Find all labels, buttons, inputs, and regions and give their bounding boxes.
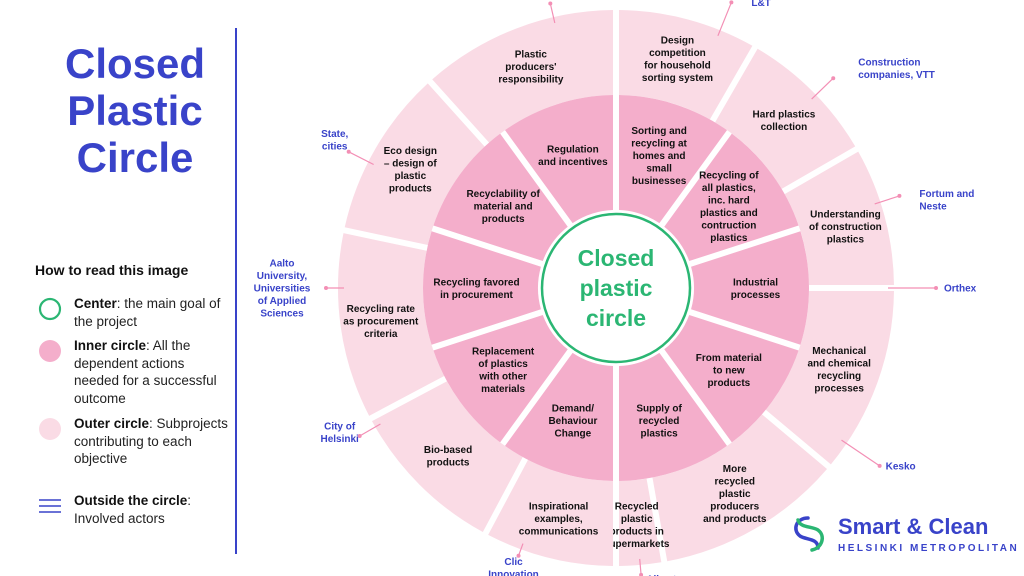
outer-segment — [337, 233, 445, 416]
actor-label: Orthex — [944, 284, 977, 295]
logo-name: Smart & Clean — [838, 514, 989, 539]
actor-connector — [517, 543, 524, 557]
inner-segment — [423, 231, 541, 345]
actor-dot — [516, 553, 521, 558]
smart-clean-logo: Smart & Clean HELSINKI METROPOLITAN — [786, 510, 1020, 560]
actor-dot — [934, 286, 938, 290]
actor-dot — [357, 434, 362, 438]
smart-clean-logo-icon — [794, 516, 824, 552]
outer-circle-icon — [39, 418, 61, 440]
actor-dot — [346, 149, 351, 154]
inner-segment — [618, 352, 728, 481]
legend-text: Center: the main goal of the project — [74, 296, 221, 329]
legend-item-inner-circle: Inner circle: All the dependent actions … — [38, 337, 228, 407]
legend-text: Outer circle: Subprojects contributing t… — [74, 416, 228, 466]
actors: Helsinki RegionEnvironmentalServices L&T C… — [254, 0, 977, 576]
actor-dot — [897, 193, 902, 198]
actor-label: Kesko — [886, 461, 916, 472]
inner-segment — [504, 352, 614, 481]
outer-segment — [784, 151, 894, 286]
inner-segment — [664, 133, 799, 262]
actor-connector — [359, 423, 381, 437]
actor-dot — [324, 286, 328, 290]
actor-dot — [548, 1, 553, 6]
actor-connector — [549, 3, 556, 24]
outer-segment — [765, 290, 894, 465]
outer-segment — [618, 10, 753, 120]
legend-item-outer-circle: Outer circle: Subprojects contributing t… — [38, 415, 228, 468]
inner-segment — [433, 133, 568, 262]
actor-connector — [811, 77, 834, 100]
outer-segment — [618, 478, 662, 566]
legend-item-center: Center: the main goal of the project — [38, 295, 228, 330]
vertical-divider — [235, 28, 237, 554]
legend-item-outside: Outside the circle: Involved actors — [38, 492, 228, 527]
outer-segment — [652, 414, 828, 562]
outer-segment — [715, 48, 856, 189]
lines-icon — [39, 499, 61, 513]
logo-subtitle: HELSINKI METROPOLITAN — [838, 543, 1020, 554]
outer-segment — [432, 10, 614, 143]
inner-circle-icon — [39, 340, 61, 362]
actor-connector — [717, 2, 732, 37]
actor-dot — [639, 572, 644, 576]
actor-label: All actors — [646, 574, 692, 576]
actor-label: State,cities — [321, 129, 348, 153]
inner-segment — [618, 95, 728, 224]
actor-connector — [348, 151, 374, 166]
actor-dot — [877, 463, 882, 468]
actor-dot — [831, 76, 836, 81]
outer-segment — [371, 381, 523, 533]
actor-connector — [841, 439, 880, 467]
actor-label: L&T — [751, 0, 770, 9]
legend-heading: How to read this image — [35, 262, 189, 278]
inner-segment — [691, 231, 810, 345]
inner-segment — [504, 95, 614, 224]
actor-connector — [874, 195, 900, 205]
inner-segment — [433, 314, 568, 443]
outer-segment — [344, 83, 485, 245]
legend-text: Outside the circle: Involved actors — [74, 493, 192, 526]
page-title: Closed Plastic Circle — [64, 40, 206, 181]
inner-segment — [664, 314, 799, 443]
actor-label: Helsinki RegionEnvironmentalServices — [510, 0, 585, 2]
center-circle-icon — [38, 297, 62, 321]
actor-connector — [639, 558, 642, 575]
actor-dot — [729, 0, 734, 5]
center-circle — [540, 212, 692, 364]
outer-segment — [488, 459, 614, 566]
legend-text: Inner circle: All the dependent actions … — [74, 338, 217, 406]
